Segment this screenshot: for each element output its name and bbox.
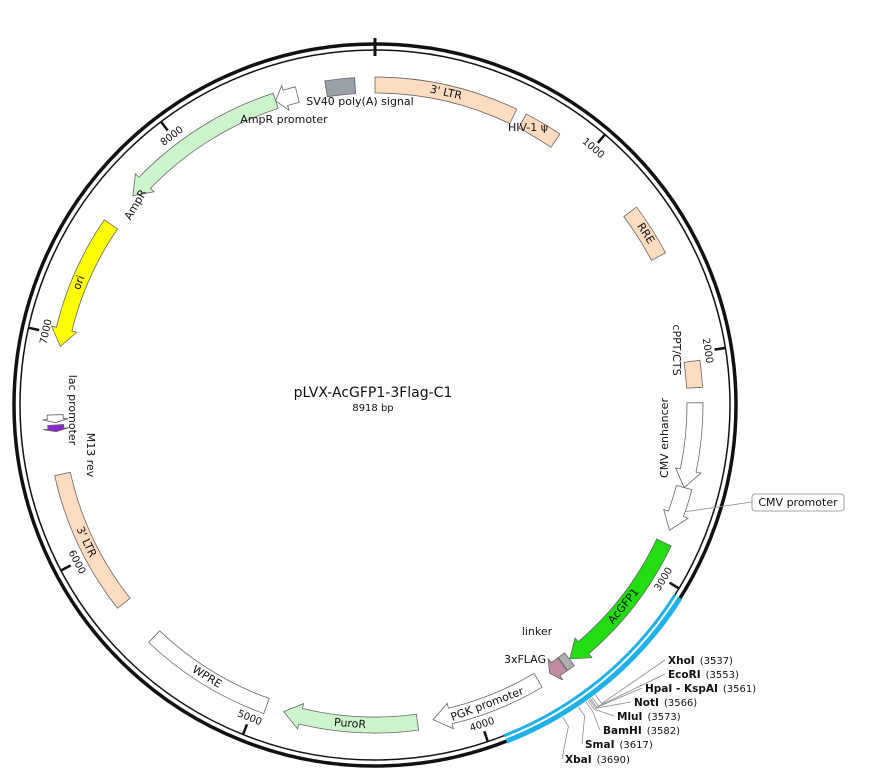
feature-label-3xflag: 3xFLAG: [504, 653, 546, 666]
site-leader-line: [578, 706, 586, 745]
feature-label-puror: PuroR: [334, 716, 367, 731]
site-leader-line: [561, 716, 569, 760]
tick-mark: [60, 564, 72, 572]
tick-label: 1000: [580, 136, 607, 161]
highlight-arc-outer: [505, 596, 683, 744]
site-position-noti: (3566): [664, 698, 697, 709]
tick-mark: [483, 730, 489, 742]
feature-cmv-promoter[interactable]: [663, 485, 693, 531]
feature-label-ampr-promoter: AmpR promoter: [240, 113, 328, 126]
tick-label: 2000: [700, 337, 715, 364]
site-xhoi[interactable]: XhoI: [668, 655, 695, 667]
feature-label-cmv-promoter: CMV promoter: [758, 496, 838, 509]
site-bamhi[interactable]: BamHI: [603, 725, 642, 737]
site-noti[interactable]: NotI: [634, 697, 659, 709]
feature-puror[interactable]: [282, 702, 419, 734]
site-position-ecori: (3553): [706, 670, 739, 681]
feature-hiv-1[interactable]: [518, 113, 561, 148]
feature-ampr[interactable]: [132, 92, 279, 197]
site-xbai[interactable]: XbaI: [565, 754, 592, 766]
feature-label-ampr: AmpR: [122, 187, 150, 222]
feature-3-ltr[interactable]: [54, 471, 131, 609]
feature-label-ori: ori: [70, 273, 87, 291]
feature-label-cmv-enhancer: CMV enhancer: [658, 398, 671, 478]
site-leader-line: [585, 701, 601, 731]
feature-label-linker: linker: [522, 625, 553, 638]
site-smai[interactable]: SmaI: [585, 739, 615, 751]
callout-box: [751, 493, 845, 512]
site-position-hpai-kspai: (3561): [723, 684, 756, 695]
feature-label-hiv-1: HIV-1 ψ: [508, 121, 548, 134]
feature-cmv-enhancer[interactable]: [674, 402, 704, 489]
tick-mark: [241, 723, 249, 735]
site-leader-line: [591, 673, 666, 707]
highlight-arc-inner: [503, 593, 677, 738]
feature-lac-promoter[interactable]: [42, 414, 69, 424]
feature-pgk-promoter[interactable]: [432, 672, 543, 730]
site-ecori[interactable]: EcoRI: [668, 669, 701, 681]
site-mlui[interactable]: MluI: [617, 711, 642, 723]
map-center-label: pLVX-AcGFP1-3Flag-C1 8918 bp: [294, 385, 453, 414]
tick-mark: [28, 326, 40, 332]
tick-mark: [596, 133, 606, 144]
feature-m13-rev[interactable]: [42, 424, 69, 433]
selection-highlight: [503, 593, 683, 744]
feature-label-acgfp1: AcGFP1: [605, 586, 641, 627]
plasmid-size: 8918 bp: [352, 403, 393, 414]
feature-label-m13-rev: M13 rev: [84, 433, 97, 478]
feature-label-lac-promoter: lac promoter: [66, 375, 79, 446]
feature-cppt-cts[interactable]: [683, 359, 703, 389]
feature-3xflag[interactable]: [547, 657, 568, 681]
restriction-sites: XhoI (3537) EcoRI (3553) HpaI - KspAI (3561) N…: [561, 655, 756, 766]
tick-mark: [668, 581, 680, 590]
site-position-mlui: (3573): [647, 712, 680, 723]
site-leader-line: [587, 700, 615, 717]
site-position-bamhi: (3582): [647, 726, 680, 737]
feature-3-ltr[interactable]: [374, 76, 518, 125]
tick-label: 7000: [38, 318, 54, 345]
site-leader-line: [588, 699, 632, 709]
plasmid-backbone: [12, 38, 738, 768]
site-hpai-kspai[interactable]: HpaI - KspAI: [645, 683, 718, 695]
feature-ori[interactable]: [50, 219, 119, 348]
site-position-xhoi: (3537): [700, 656, 733, 667]
tick-mark: [160, 120, 169, 132]
site-leader-line: [589, 687, 643, 708]
feature-ampr-promoter[interactable]: [275, 84, 300, 112]
site-position-xbai: (3690): [597, 755, 630, 766]
site-leader-line: [594, 659, 666, 705]
feature-label-cppt-cts: cPPT/CTS: [670, 324, 683, 375]
feature-label-sv40-poly-a-signal: SV40 poly(A) signal: [306, 95, 413, 108]
site-position-smai: (3617): [620, 740, 653, 751]
feature-sv40-poly-a-signal[interactable]: [324, 77, 357, 98]
plasmid-name: pLVX-AcGFP1-3Flag-C1: [294, 385, 453, 401]
feature-rre[interactable]: [623, 206, 667, 261]
feature-linker[interactable]: [557, 652, 575, 672]
callout-line: [685, 501, 753, 513]
feature-acgfp1[interactable]: [569, 538, 672, 660]
tick-mark: [714, 346, 726, 351]
feature-wpre[interactable]: [148, 630, 270, 715]
